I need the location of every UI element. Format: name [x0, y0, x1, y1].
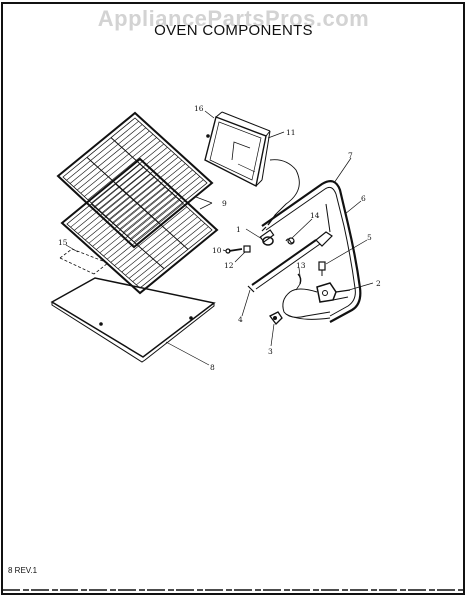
- mounting-nut[interactable]: [243, 245, 251, 253]
- valve-tubing[interactable]: [282, 288, 331, 320]
- rack-wire: [69, 124, 143, 184]
- rack-wire: [105, 156, 179, 217]
- igniter-bracket[interactable]: [269, 311, 283, 325]
- rack-crossbar: [115, 183, 189, 250]
- rack-wire: [81, 176, 155, 238]
- insulation-box[interactable]: [204, 111, 271, 188]
- rack-wire: [106, 200, 180, 260]
- rack-wire: [117, 209, 191, 270]
- callout-6: 6: [361, 194, 366, 203]
- electrode[interactable]: [295, 273, 302, 291]
- callout-2: 2: [376, 279, 381, 288]
- callout-5: 5: [367, 233, 372, 242]
- oven-rack-upper[interactable]: [56, 111, 214, 249]
- callout-14: 14: [310, 211, 320, 220]
- rack-wire: [77, 173, 151, 234]
- rack-wire: [70, 167, 144, 228]
- safety-valve[interactable]: [316, 282, 351, 303]
- rack-wire: [112, 163, 186, 223]
- bake-element[interactable]: [261, 180, 362, 323]
- callout-9: 9: [222, 199, 227, 208]
- mounting-screw[interactable]: [225, 248, 243, 254]
- rack-wire: [130, 179, 204, 239]
- watermark: AppliancePartsPros.com: [97, 6, 370, 31]
- rack-wire: [88, 183, 162, 244]
- revision-label: 8 REV.1: [8, 566, 38, 575]
- rack-wire: [77, 130, 150, 191]
- igniter[interactable]: [259, 226, 275, 246]
- rack-wire: [108, 160, 182, 220]
- rack-wire: [136, 226, 209, 286]
- rack-wire: [91, 143, 164, 204]
- rack-wire: [119, 169, 193, 230]
- rack-guide[interactable]: [59, 248, 109, 275]
- oven-bottom-panel[interactable]: [50, 277, 216, 363]
- sensor-wire[interactable]: [267, 159, 300, 226]
- rack-wire: [110, 203, 184, 263]
- burner-tube[interactable]: [247, 231, 333, 293]
- callout-8: 8: [210, 363, 215, 372]
- leader-lines: [65, 110, 374, 366]
- callout-7: 7: [348, 151, 353, 160]
- rack-crossbar: [91, 203, 165, 270]
- rack-wire: [98, 150, 172, 210]
- callout-16: 16: [194, 104, 204, 113]
- rack-wire: [114, 206, 187, 266]
- rack-wire: [103, 196, 177, 257]
- callout-1: 1: [236, 225, 241, 234]
- rack-wire: [123, 173, 197, 233]
- rack-wire: [92, 186, 166, 247]
- callout-10: 10: [212, 246, 222, 255]
- rack-wire: [66, 121, 139, 181]
- rack-wire: [101, 153, 175, 213]
- callout-13: 13: [296, 261, 306, 270]
- callout-15: 15: [58, 238, 68, 247]
- rack-wire: [99, 193, 173, 254]
- rack-wire: [128, 219, 202, 279]
- rack-wire: [121, 213, 195, 273]
- rack-wire: [80, 134, 154, 194]
- rack-wire: [84, 137, 157, 197]
- rack-wire: [74, 170, 148, 231]
- rack-wire: [73, 127, 146, 187]
- rack-wire: [116, 166, 190, 226]
- callout-11: 11: [286, 128, 296, 137]
- rack-wire: [87, 140, 161, 200]
- rack-wire: [85, 180, 159, 241]
- rack-wire: [126, 176, 200, 236]
- callout-12: 12: [224, 261, 234, 270]
- orifice-holder[interactable]: [318, 261, 326, 276]
- diagram-title: OVEN COMPONENTS: [154, 22, 313, 39]
- callout-3: 3: [268, 347, 273, 356]
- rack-wire: [94, 147, 168, 207]
- oven-rack-lower[interactable]: [60, 157, 219, 295]
- callout-4: 4: [238, 315, 243, 324]
- burner-clip[interactable]: [285, 237, 295, 245]
- rack-wire: [125, 216, 198, 276]
- rack-wire: [132, 223, 205, 282]
- rack-wire: [96, 190, 169, 250]
